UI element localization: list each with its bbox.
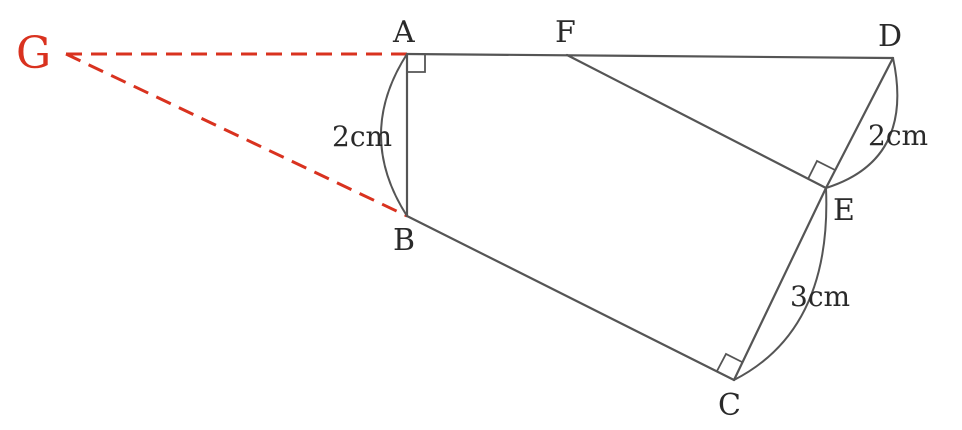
right-angle-mark-c [716, 352, 743, 372]
point-label-b: B [393, 223, 415, 258]
segment-ed [824, 56, 895, 190]
right-angle-mark-e [807, 159, 836, 180]
measure-label-ab: 2cm [332, 120, 392, 153]
point-label-f: F [555, 15, 576, 50]
point-label-a: A [392, 15, 415, 50]
right-angle-mark-a [407, 54, 426, 73]
point-label-c: C [718, 388, 741, 423]
measure-label-ec: 3cm [790, 280, 850, 313]
measure-arc-ec [733, 187, 828, 381]
segment-ce [732, 186, 828, 382]
measure-arc-ab [380, 53, 408, 217]
point-label-g: G [16, 28, 51, 79]
dashed-segment-gb [65, 52, 408, 218]
point-label-e: E [833, 193, 855, 228]
point-label-d: D [878, 19, 902, 54]
segment-fe [565, 53, 828, 190]
segment-bc [405, 214, 736, 382]
measure-label-de: 2cm [868, 119, 928, 152]
segment-ad [405, 52, 895, 60]
measure-arc-de [825, 57, 899, 189]
